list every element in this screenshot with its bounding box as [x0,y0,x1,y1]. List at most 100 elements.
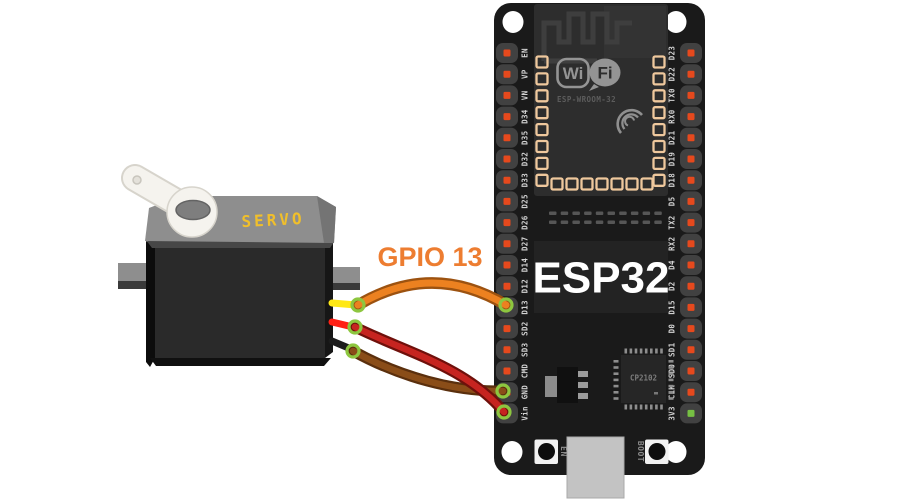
wifi-logo-frame [556,57,590,89]
cp2102-body [621,355,666,403]
pin-label-D22: D22 [668,67,677,81]
pin-label-TX2: TX2 [668,215,677,229]
servo-mount-flange-left [118,263,153,289]
pin-left-D26 [503,219,511,227]
pin-right-SD1 [687,346,695,354]
wifi-logo-bubble [589,58,621,87]
servo-motor: SERVO [118,164,360,367]
gpio-13-label: GPIO 13 [377,242,482,272]
servo-label: SERVO [241,209,305,231]
wire-connector-ring [347,319,363,335]
mounting-hole-bottom-right [665,441,687,463]
pin-left-D34 [503,113,511,121]
mounting-hole-top-left [502,11,524,33]
jumper-wire-power [351,323,508,416]
esp32-chip-label-bg [534,241,668,313]
module-castellated-pads [535,55,666,191]
boot-button-cap [648,443,666,460]
pin-labels: ENVPVND34D35D32D33D25D26D27D14D12D13SD2S… [521,46,677,421]
cp2102-chip: CP2102 [613,348,674,410]
pin-right-RX2 [687,240,695,248]
pin-label-D18: D18 [668,173,677,188]
pin-right-D2 [687,282,695,290]
pin-right-D0 [687,325,695,333]
pin-left-VP [503,70,511,78]
pin-left-D35 [503,134,511,142]
solder-pads [549,211,662,224]
pin-right-D15 [687,303,695,311]
jumper-wire-signal [354,279,510,309]
jumper-wires [347,277,512,418]
wire-connector-ring [350,297,366,313]
pin-left-SD2 [503,325,511,333]
pin-label-Vin: Vin [521,406,530,420]
wire-connector-ring [498,297,514,313]
wifi-logo-fi-text: Fi [597,64,612,83]
pin-left-D32 [503,155,511,163]
pin-right-D4 [687,261,695,269]
pin-right-RX0 [687,113,695,121]
wire-connector-ring [495,383,511,399]
pin-label-VP: VP [521,69,530,79]
pin-label-D14: D14 [521,258,530,273]
pin-label-3V3: 3V3 [668,406,677,421]
pin-label-TX0: TX0 [668,88,677,103]
pin-label-D4: D4 [668,260,677,270]
servo-horn-hub [175,199,211,221]
antenna-trace [541,11,632,64]
pin-label-EN: EN [521,48,530,58]
antenna-zone [604,6,666,58]
pin-label-D5: D5 [668,197,677,207]
pin-label-D33: D33 [521,173,530,188]
pin-label-D12: D12 [521,279,530,293]
pin-label-SD3: SD3 [521,342,530,357]
pin-right-SD0 [687,367,695,375]
pin-label-SD1: SD1 [668,342,677,357]
pin-left-D33 [503,176,511,184]
cp2102-label: CP2102 [630,374,657,383]
espressif-logo [616,108,643,134]
pin-right-CLK [687,388,695,396]
pin-label-CMD: CMD [521,364,530,379]
mounting-hole-bottom-left [501,441,523,463]
pin-label-D13: D13 [521,300,530,315]
pin-label-RX2: RX2 [668,237,677,251]
pin-label-D27: D27 [521,237,530,251]
pin-label-D35: D35 [521,131,530,145]
pin-right-D18 [687,176,695,184]
pin-left-D27 [503,240,511,248]
pin-right-D21 [687,134,695,142]
pin-label-SD0: SD0 [668,364,677,379]
pin-label-D25: D25 [521,194,530,208]
wifi-logo: Wi Fi [556,57,621,91]
pin-label-SD2: SD2 [521,321,530,335]
boot-button-label: BOOT [636,441,645,462]
wire-connector-ring [345,343,361,359]
pin-label-VN: VN [521,90,530,100]
pin-label-D2: D2 [668,281,677,291]
pin-headers [496,43,702,424]
pin-right-D5 [687,197,695,205]
voltage-regulator [545,367,588,403]
en-button-cap [538,443,555,460]
esp32-chip-label: ESP32 [533,254,670,303]
pin-right-TX0 [687,91,695,99]
pin-left-EN [503,49,511,57]
pin-left-D25 [503,197,511,205]
servo-horn [121,164,218,238]
esp32-board: ENVPVND34D35D32D33D25D26D27D14D12D13SD2S… [494,3,705,499]
cp2102-pins [613,348,674,410]
pin-left-VN [503,91,511,99]
usb-connector [566,436,625,499]
mounting-hole-top-right [665,11,687,33]
pin-label-RX0: RX0 [668,109,677,124]
boot-button: BOOT [636,439,669,464]
wire-connector-ring [496,404,512,420]
pin-right-D19 [687,155,695,163]
pin-label-D21: D21 [668,130,677,145]
pin-label-D23: D23 [668,46,677,61]
servo-body [146,240,334,367]
en-button-label: EN [559,446,568,457]
pin-right-3V3 [687,409,695,417]
